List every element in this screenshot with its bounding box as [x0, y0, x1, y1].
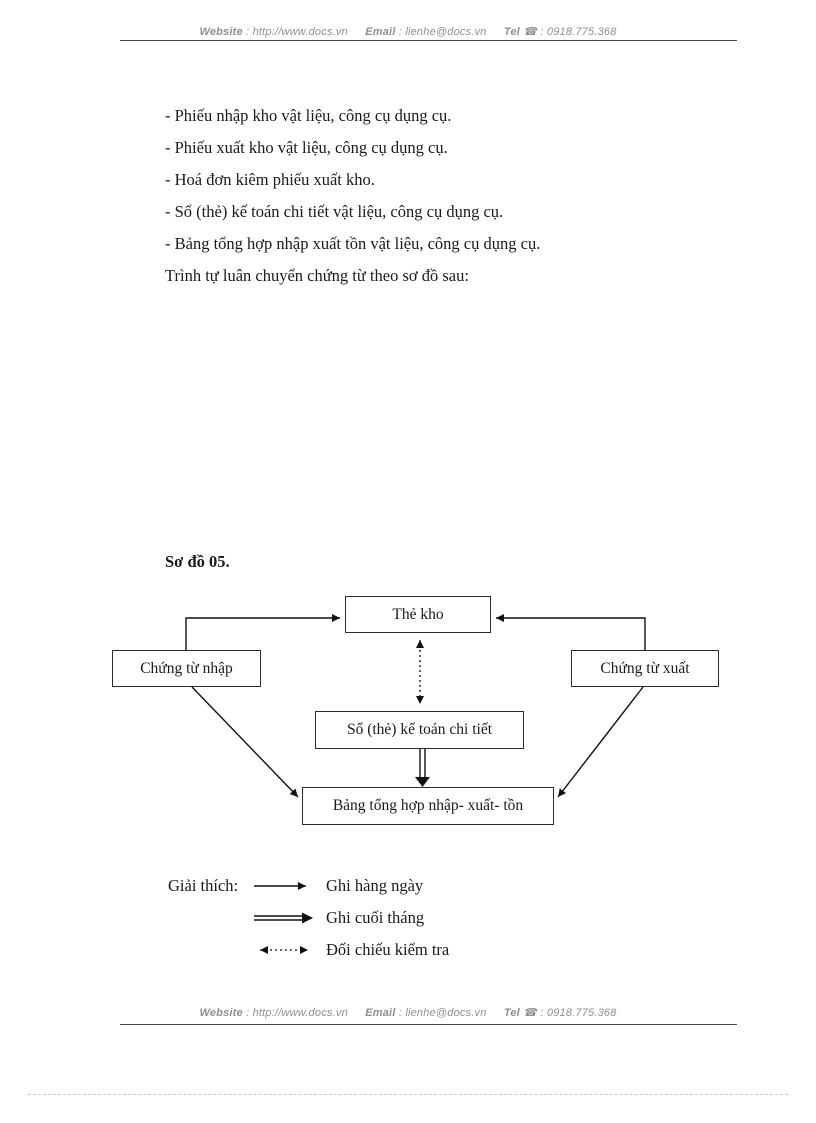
legend-label: Giải thích:	[168, 876, 239, 895]
legend-item-monthly-text: Ghi cuối tháng	[326, 908, 425, 927]
box-so-ke-toan-chi-tiet: Sổ (thẻ) kế toán chi tiết	[315, 711, 524, 749]
header-website-label: Website	[199, 26, 243, 38]
header-divider	[120, 40, 737, 41]
list-item: - Phiếu xuất kho vật liệu, công cụ dụng …	[165, 138, 448, 157]
solid-single-arrow-icon	[252, 878, 316, 894]
arrow-xuat-to-thekho	[496, 614, 646, 650]
footer-tel-value: : 0918.775.368	[540, 1007, 617, 1019]
header-email-value: : lienhe@docs.vn	[398, 26, 487, 38]
box-chung-tu-xuat: Chứng từ xuất	[571, 650, 719, 687]
box-bang-tong-hop-label: Bảng tổng hợp nhập- xuất- tồn	[332, 797, 524, 814]
header-email-label: Email	[365, 26, 396, 38]
footer-website-value: : http://www.docs.vn	[246, 1007, 348, 1019]
legend-item-monthly: Ghi cuối tháng	[252, 906, 424, 930]
arrow-xuat-to-bang	[557, 686, 644, 798]
list-item: - Hoá đơn kiêm phiếu xuất kho.	[165, 170, 375, 189]
header-tel-label: Tel	[503, 26, 520, 38]
solid-double-arrow-icon	[252, 910, 316, 926]
box-chung-tu-nhap-label: Chứng từ nhập	[140, 659, 233, 677]
footer-website-label: Website	[199, 1007, 243, 1019]
list-item: - Sổ (thẻ) kế toán chi tiết vật liệu, cô…	[165, 202, 504, 221]
phone-icon: ☎	[523, 1007, 538, 1019]
list-item: - Phiếu nhập kho vật liệu, công cụ dụng …	[165, 106, 452, 125]
footer-divider	[120, 1024, 737, 1025]
footer-email-value: : lienhe@docs.vn	[398, 1007, 487, 1019]
header-website-value: : http://www.docs.vn	[246, 26, 348, 38]
body-text: - Phiếu nhập kho vật liệu, công cụ dụng …	[165, 100, 725, 292]
bottom-dashed-divider	[28, 1094, 788, 1095]
footer-email-label: Email	[365, 1007, 396, 1019]
page-header: Website : http://www.docs.vn Email : lie…	[0, 25, 816, 38]
box-the-kho-label: Thẻ kho	[392, 605, 444, 623]
box-bang-tong-hop: Bảng tổng hợp nhập- xuất- tồn	[302, 787, 554, 825]
diagram-title: Sơ đồ 05.	[165, 552, 230, 571]
arrow-nhap-to-bang	[191, 686, 299, 798]
legend-item-daily-text: Ghi hàng ngày	[326, 876, 424, 895]
paragraph: Trình tự luân chuyển chứng từ theo sơ đồ…	[165, 266, 469, 285]
legend-item-reconcile: Đối chiếu kiểm tra	[252, 938, 449, 962]
list-item: - Bảng tổng hợp nhập xuất tồn vật liệu, …	[165, 234, 541, 253]
arrow-nhap-to-thekho	[185, 614, 340, 650]
header-tel-value: : 0918.775.368	[540, 26, 617, 38]
footer-tel-label: Tel	[503, 1007, 520, 1019]
phone-icon: ☎	[523, 26, 538, 38]
box-the-kho: Thẻ kho	[345, 596, 491, 633]
arrow-soketoan-to-bang-head	[415, 777, 430, 787]
page-footer: Website : http://www.docs.vn Email : lie…	[0, 1006, 816, 1019]
legend-item-reconcile-text: Đối chiếu kiểm tra	[326, 940, 450, 959]
legend-item-daily: Ghi hàng ngày	[252, 874, 423, 898]
box-chung-tu-xuat-label: Chứng từ xuất	[600, 659, 690, 677]
box-so-ke-toan-chi-tiet-label: Sổ (thẻ) kế toán chi tiết	[346, 721, 493, 738]
dotted-double-headed-arrow-icon	[252, 942, 316, 958]
box-chung-tu-nhap: Chứng từ nhập	[112, 650, 261, 687]
